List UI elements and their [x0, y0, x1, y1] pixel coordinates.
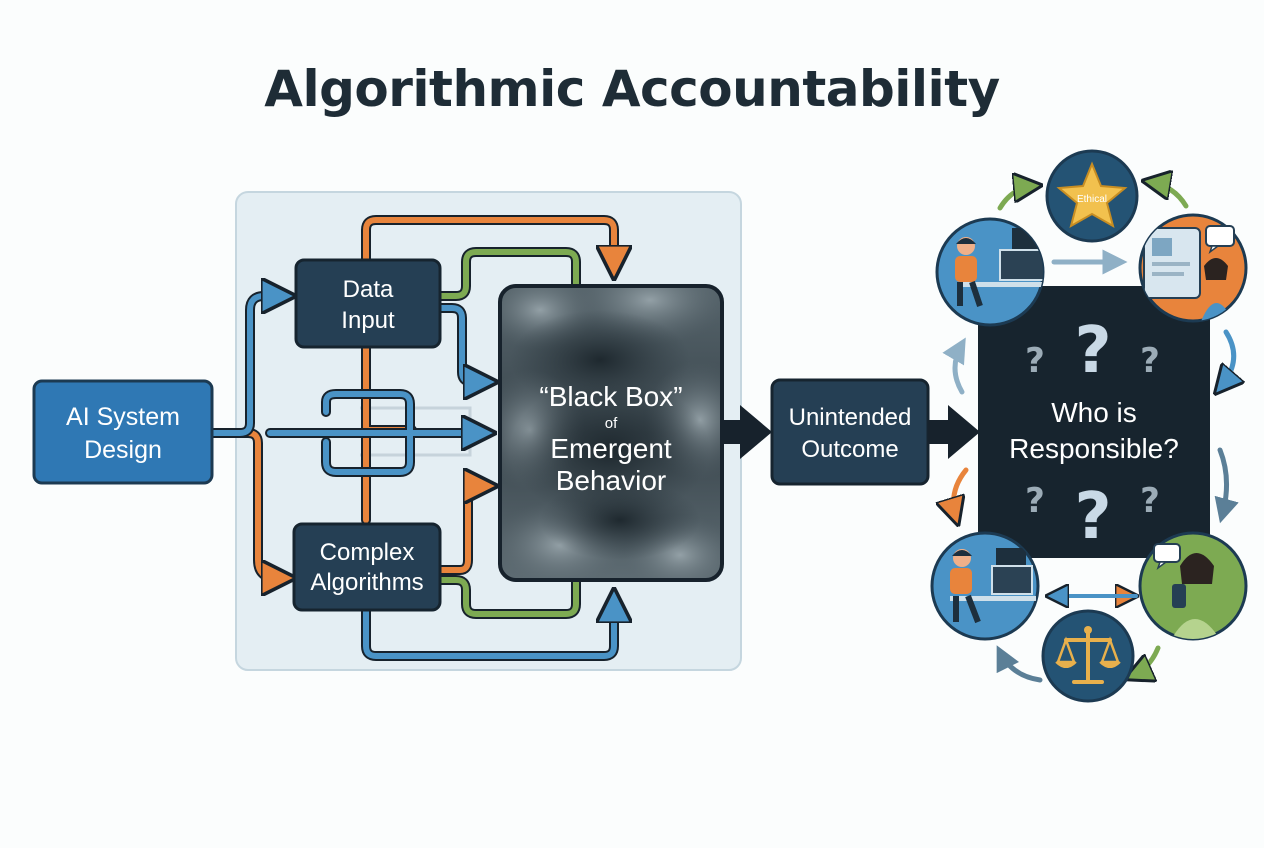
black-box-line2: of: [605, 415, 618, 432]
ai-system-design-node: AI System Design: [32, 379, 214, 485]
data-input-line1: Data: [343, 276, 394, 303]
user-with-phone-icon: [1138, 531, 1248, 641]
developer-at-desk-icon: [935, 217, 1045, 327]
data-input-node: Data Input: [294, 258, 442, 349]
black-box-line1: “Black Box”: [539, 381, 682, 412]
question-mark-icon: ?: [1025, 481, 1045, 521]
question-mark-icon: ?: [1074, 480, 1111, 554]
black-box-line3: Emergent: [550, 433, 672, 464]
black-box-node: “Black Box” of Emergent Behavior: [498, 284, 724, 582]
diagram-title: Algorithmic Accountability: [264, 60, 999, 118]
responsible-line1: Who is: [1051, 397, 1137, 428]
unintended-outcome-line1: Unintended: [789, 404, 912, 431]
question-mark-icon: ?: [1074, 314, 1111, 388]
ethical-badge-label: Ethical: [1077, 194, 1107, 205]
complex-algorithms-node: Complex Algorithms: [292, 522, 442, 612]
ethical-star-icon: Ethical: [1045, 149, 1139, 243]
black-box-line4: Behavior: [556, 465, 667, 496]
developer-at-desk-icon: [930, 531, 1040, 641]
question-mark-icon: ?: [1025, 341, 1045, 381]
ai-system-design-line1: AI System: [66, 403, 180, 431]
unintended-outcome-node: Unintended Outcome: [770, 378, 930, 486]
responsibility-node: ? ? ? ? ? ? Who is Responsible?: [978, 286, 1210, 558]
reviewer-with-tablet-icon: [1138, 213, 1248, 323]
arrow-to-outcome: [722, 405, 772, 459]
arrow-to-responsible: [928, 405, 980, 459]
responsibility-cycle-arrows: [954, 182, 1234, 680]
complex-algorithms-line2: Algorithms: [310, 569, 423, 596]
responsible-line2: Responsible?: [1009, 433, 1179, 464]
ai-system-design-line2: Design: [84, 436, 162, 464]
question-mark-icon: ?: [1140, 481, 1160, 521]
scales-of-justice-icon: [1041, 609, 1135, 703]
unintended-outcome-line2: Outcome: [801, 436, 898, 463]
data-input-line2: Input: [341, 307, 395, 334]
question-mark-icon: ?: [1140, 341, 1160, 381]
complex-algorithms-line1: Complex: [320, 539, 415, 566]
